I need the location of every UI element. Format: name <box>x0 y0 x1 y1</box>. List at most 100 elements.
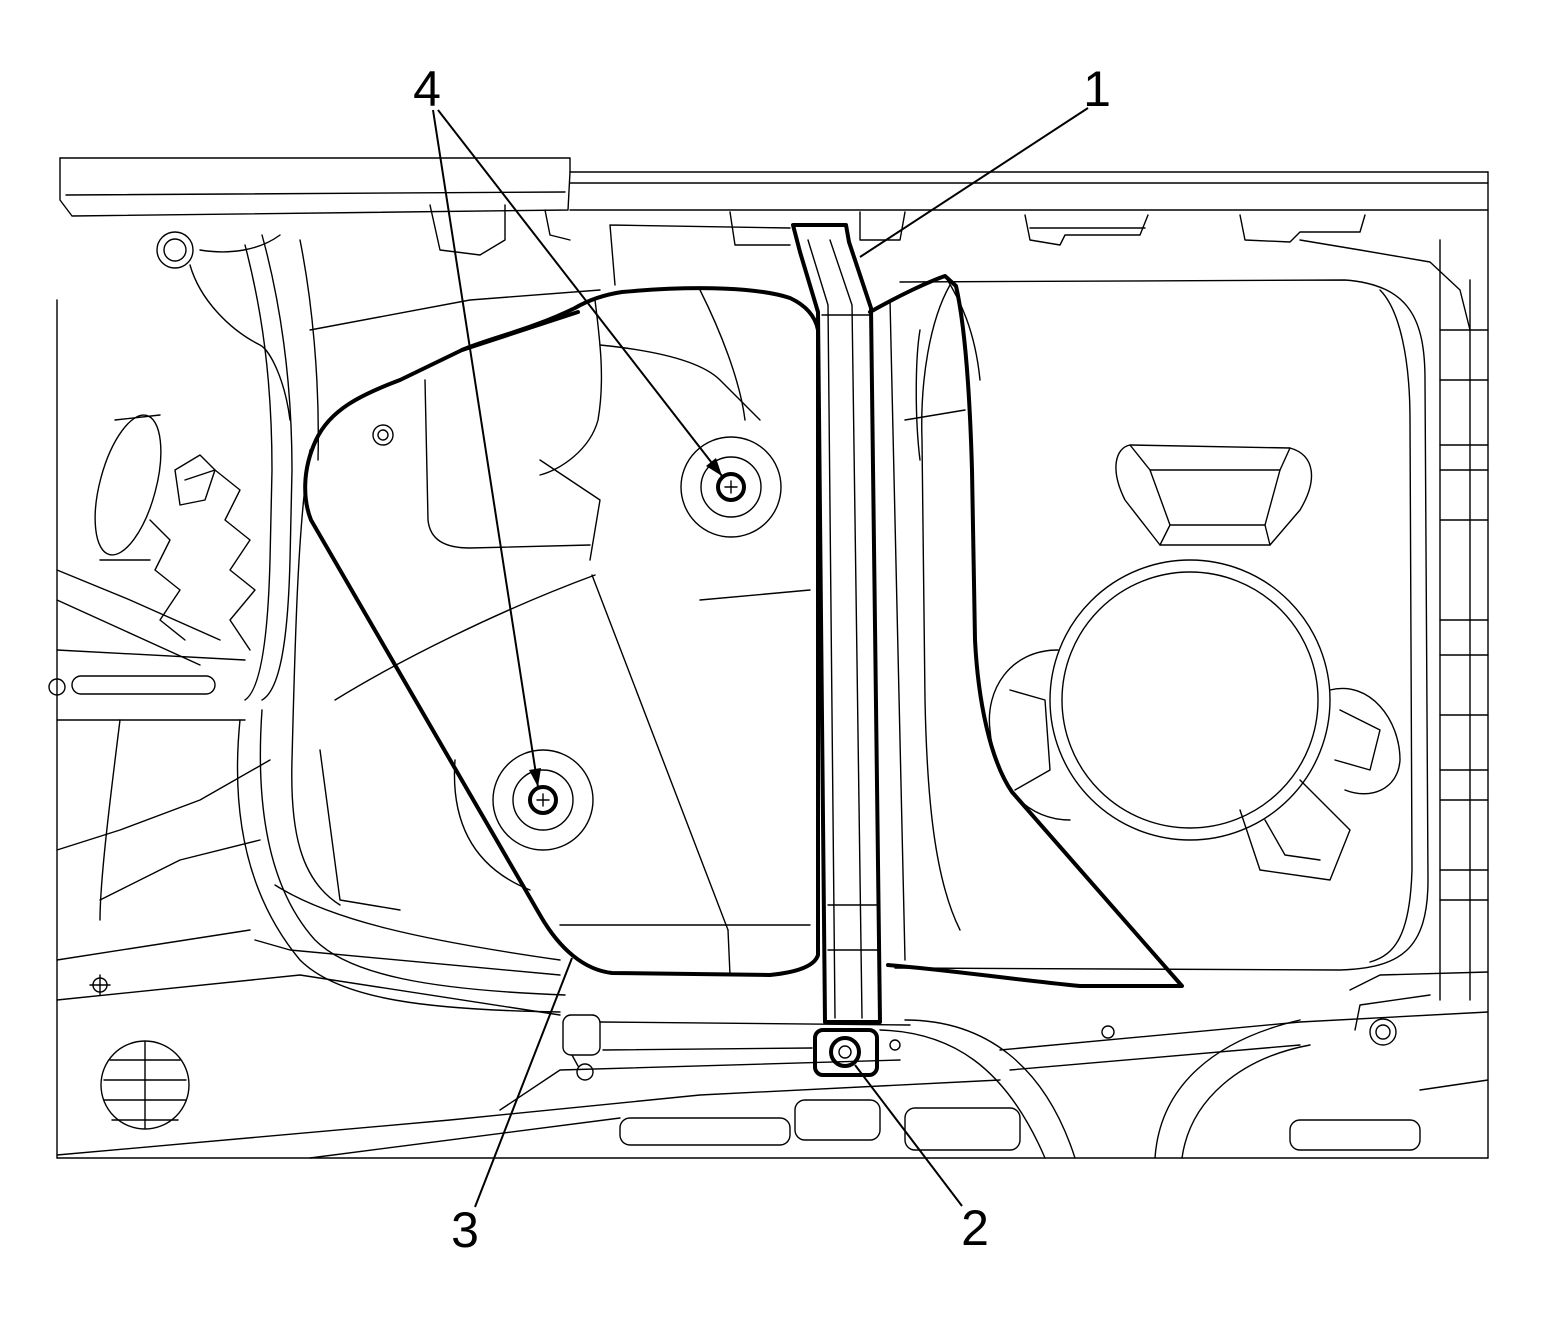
tank-neck-facets <box>1129 444 1291 546</box>
strap-inner-right <box>829 239 863 1019</box>
top-left-bolt <box>163 238 187 262</box>
bottom-right-bolt-ring <box>1369 1018 1397 1046</box>
bottom-right-bolt <box>1375 1024 1391 1040</box>
callout-4-arrowhead-lower <box>529 768 541 787</box>
bottom-right-arc-a <box>1154 1019 1301 1159</box>
left-body-line-c <box>56 929 251 961</box>
strap-bracket <box>813 1028 879 1077</box>
top-connector-2 <box>1239 214 1366 243</box>
left-strap-bolt <box>48 678 66 696</box>
shield-grommet-inner <box>377 429 389 441</box>
callout-4-label: 4 <box>413 61 441 117</box>
bottom-pipe-curve-b <box>904 1019 1076 1159</box>
shield-right-edge <box>889 299 906 961</box>
right-rail-ticks <box>1439 329 1489 901</box>
lower-rail-line-b <box>309 1117 621 1159</box>
rail-hole-a <box>1101 1025 1115 1039</box>
filler-hose-fitting <box>174 454 216 506</box>
fuel-line-c <box>274 884 561 961</box>
callout-4-leader-upper <box>437 109 723 477</box>
strap-top-bracket-left <box>729 211 791 246</box>
shield-grommet <box>372 424 394 446</box>
filler-port <box>94 414 162 556</box>
bottom-pipe-top <box>599 1021 911 1026</box>
top-crossmember <box>609 224 791 286</box>
top-left-bolt-ring <box>156 231 194 269</box>
locator-cross <box>89 974 111 996</box>
callout-2-leader <box>854 1064 963 1207</box>
tank-left-corner <box>319 749 401 911</box>
bottom-pipe-stud <box>571 1054 579 1067</box>
left-tube-b <box>199 234 281 253</box>
tank-lobe-bottom-facets <box>1264 819 1321 861</box>
strap-inner-left <box>807 239 836 1019</box>
tank-lobe-bottom <box>1239 779 1351 881</box>
tank-left-seam-c <box>699 589 811 601</box>
lower-rail-pocket-4 <box>1289 1119 1421 1151</box>
tank-left-rib-a <box>539 299 603 476</box>
callout-1-label: 1 <box>1083 61 1111 117</box>
tank-mid-boundary <box>921 284 961 931</box>
heat-shield-right-outline <box>868 274 1184 988</box>
bottom-left-grommet-hatch <box>103 1041 187 1129</box>
callout-2-label: 2 <box>961 1200 989 1256</box>
body-top-edge <box>59 157 1489 173</box>
tank-lobe-left-facets <box>1009 689 1051 791</box>
callout-3-label: 3 <box>451 1202 479 1258</box>
top-clip <box>429 204 506 256</box>
left-body-line-b <box>99 839 261 901</box>
tank-neck-inner <box>1149 469 1281 526</box>
bottom-right-pipe-a <box>999 1011 1489 1051</box>
strap-top-bracket-right <box>859 211 906 241</box>
left-body-curve <box>99 719 121 921</box>
fastener-upper-boss <box>680 436 782 538</box>
shield-right-rib <box>904 329 966 461</box>
top-connector-1 <box>1024 214 1149 246</box>
tank-left-seam-a <box>334 574 596 701</box>
tank-left-rib-b <box>599 344 761 421</box>
lower-rail-pocket-1 <box>619 1117 791 1146</box>
callout-4-leader-lower <box>432 109 539 788</box>
fastener-lower-cross <box>536 793 550 807</box>
tank-outer <box>894 279 1429 971</box>
top-clip-2 <box>544 209 571 241</box>
fastener-lower-boss <box>492 749 594 851</box>
tank-left-ring <box>453 759 531 891</box>
underbody-detail-lines <box>48 157 1489 1159</box>
callout-1-leader <box>859 107 1089 258</box>
bottom-pipe-curve-a <box>879 1029 1046 1159</box>
rail-hole-b <box>889 1039 901 1051</box>
callout-3-leader <box>474 957 573 1208</box>
left-rail-a <box>261 234 293 701</box>
lower-rail-pocket-2 <box>794 1099 881 1141</box>
filler-port-flange <box>99 414 161 561</box>
tank-lobe-left <box>988 649 1071 821</box>
tank-pump-opening-inner <box>1061 571 1319 829</box>
tank-left-seam-b <box>591 574 729 931</box>
bottom-left-grommet <box>100 1040 190 1130</box>
tank-left-pocket <box>424 379 591 549</box>
top-harness <box>1299 239 1471 331</box>
lower-rail-line-c <box>499 1059 901 1111</box>
lower-rail-pocket-3 <box>904 1107 1021 1151</box>
lower-rail-right <box>1419 1079 1489 1091</box>
tank-neck <box>1115 444 1313 546</box>
fastener-lower-washer <box>512 769 574 831</box>
tank-left-boundary <box>291 449 341 906</box>
tank-bottom-flange <box>1349 971 1489 991</box>
fuel-line-a <box>236 719 561 1013</box>
tank-left-rib-c <box>699 289 746 421</box>
heat-shield-top-edge <box>460 310 580 352</box>
filler-hose-corrugation-b <box>149 519 186 641</box>
tank-pump-opening <box>1049 559 1331 841</box>
bottom-right-pipe-b <box>1009 1044 1301 1071</box>
left-rail-c <box>299 239 319 461</box>
fuel-tank-strap <box>791 223 882 1024</box>
left-strap-top <box>56 649 246 661</box>
strap-bolt-2-center <box>838 1045 852 1059</box>
bottom-pipe-connector <box>562 1014 601 1056</box>
fuel-line-b <box>259 709 566 996</box>
left-body-line-d <box>56 974 561 1016</box>
fuel-line-d <box>254 939 561 976</box>
lower-rail-line-a <box>56 1079 1001 1156</box>
